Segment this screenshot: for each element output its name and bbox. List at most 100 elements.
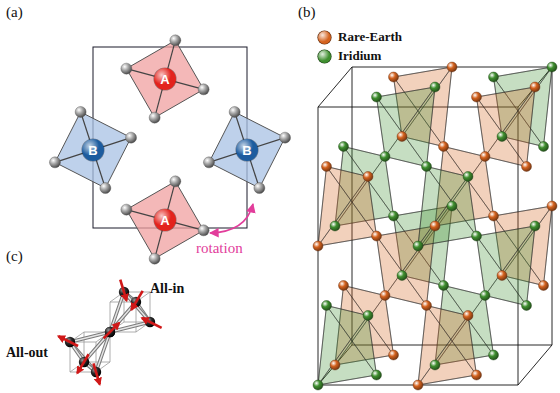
tetra-bond [70, 342, 96, 372]
lattice-atom [422, 301, 432, 311]
lattice-atom [489, 72, 499, 82]
lattice-atom [313, 241, 323, 251]
tetrahedron-face [377, 97, 427, 167]
oxygen-atom [203, 157, 214, 168]
oxygen-atom [149, 112, 160, 123]
tetrahedron-face [327, 167, 377, 237]
tetrahedron-face [327, 306, 377, 376]
octahedron-face [126, 40, 203, 117]
tetra-bond-highlight [70, 342, 96, 372]
lattice-atom [430, 82, 440, 92]
lattice-atom [413, 380, 423, 390]
legend-text: Iridium [337, 49, 382, 64]
lattice-atom [413, 241, 423, 251]
site-letter: A [160, 214, 169, 227]
oxygen-atom [198, 225, 209, 236]
oxygen-atom [170, 176, 181, 187]
spin-arrow [93, 363, 99, 384]
pyrochlore-cell [313, 62, 557, 390]
lattice-atom [363, 311, 373, 321]
lattice-atom [472, 231, 482, 241]
tetrahedron-face [427, 167, 477, 237]
lattice-atom [472, 92, 482, 102]
lattice-atom [439, 142, 449, 152]
tetrahedron-face [477, 97, 527, 167]
legend-row: Iridium [318, 49, 382, 64]
octahedron-edge [155, 40, 176, 117]
tetrahedron-face [477, 87, 536, 167]
spin-config-label: All-in [150, 281, 184, 297]
oxygen-atom [280, 132, 291, 143]
lattice-atom [522, 301, 532, 311]
site-letter: A [160, 73, 169, 86]
octahedron-edge [209, 138, 285, 163]
lattice-atom [389, 350, 399, 360]
oxygen-atom [229, 106, 240, 117]
oxygen-atom [126, 132, 137, 143]
octahedron-edge [55, 138, 131, 163]
oxygen-atom [100, 183, 111, 194]
rotation-arrow [210, 204, 253, 233]
lattice-atom [489, 211, 499, 221]
lattice-atom [480, 291, 490, 301]
lattice-atom [472, 370, 482, 380]
lattice-atom [330, 360, 340, 370]
cell-edge [318, 67, 352, 107]
lattice-atom [463, 311, 473, 321]
site-circle: B [82, 139, 104, 161]
lattice-atom [380, 291, 390, 301]
tetra-bond [124, 292, 150, 322]
lattice-atom [372, 92, 382, 102]
lattice-atom [372, 370, 382, 380]
tetrahedron-face [377, 87, 436, 167]
panel-label: (c) [6, 248, 23, 265]
lattice-atom [480, 152, 490, 162]
oxygen-atom [121, 63, 132, 74]
legend-row: Rare-Earth [318, 30, 403, 45]
lattice-atom [380, 152, 390, 162]
lattice-atom [447, 62, 457, 72]
oxygen-atom [75, 106, 86, 117]
lattice-atom [430, 360, 440, 370]
panel-label: (b) [298, 4, 316, 21]
cell-edge [518, 345, 552, 385]
panel-label: (a) [6, 4, 23, 21]
rotation-label: rotation [196, 240, 243, 257]
lattice-atom [547, 201, 557, 211]
lattice-atom [397, 271, 407, 281]
tetrahedron-face [418, 306, 477, 386]
site-circle: A [154, 68, 176, 90]
oxygen-atom [254, 183, 265, 194]
site-circle: B [236, 139, 258, 161]
lattice-atom [530, 82, 540, 92]
oxygen-atom [121, 204, 132, 215]
lattice-atom [313, 380, 323, 390]
tetrahedron-face [377, 236, 427, 306]
tetrahedron-face [427, 306, 477, 376]
lattice-atom [322, 162, 332, 172]
lattice-atom [547, 62, 557, 72]
tetrahedron-face [477, 226, 536, 306]
lattice-atom [430, 221, 440, 231]
oxygen-atom [198, 84, 209, 95]
site-letter: B [242, 144, 251, 157]
legend-swatch [318, 31, 331, 44]
tetrahedron-face [418, 167, 477, 247]
legend-text: Rare-Earth [337, 30, 403, 45]
lattice-atom [497, 271, 507, 281]
tetrahedron-face [477, 236, 527, 306]
octahedra-layer [49, 35, 290, 264]
site-circle: A [154, 209, 176, 231]
lattice-atom [339, 142, 349, 152]
oxygen-atom [49, 157, 60, 168]
spin-arrow [77, 354, 88, 373]
spin-arrow [142, 318, 162, 328]
spin-arrow [104, 323, 120, 339]
lattice-atom [397, 132, 407, 142]
spin-arrow [120, 280, 126, 301]
lattice-atom [463, 172, 473, 182]
lattice-atom [497, 132, 507, 142]
octahedron-face [209, 112, 285, 188]
